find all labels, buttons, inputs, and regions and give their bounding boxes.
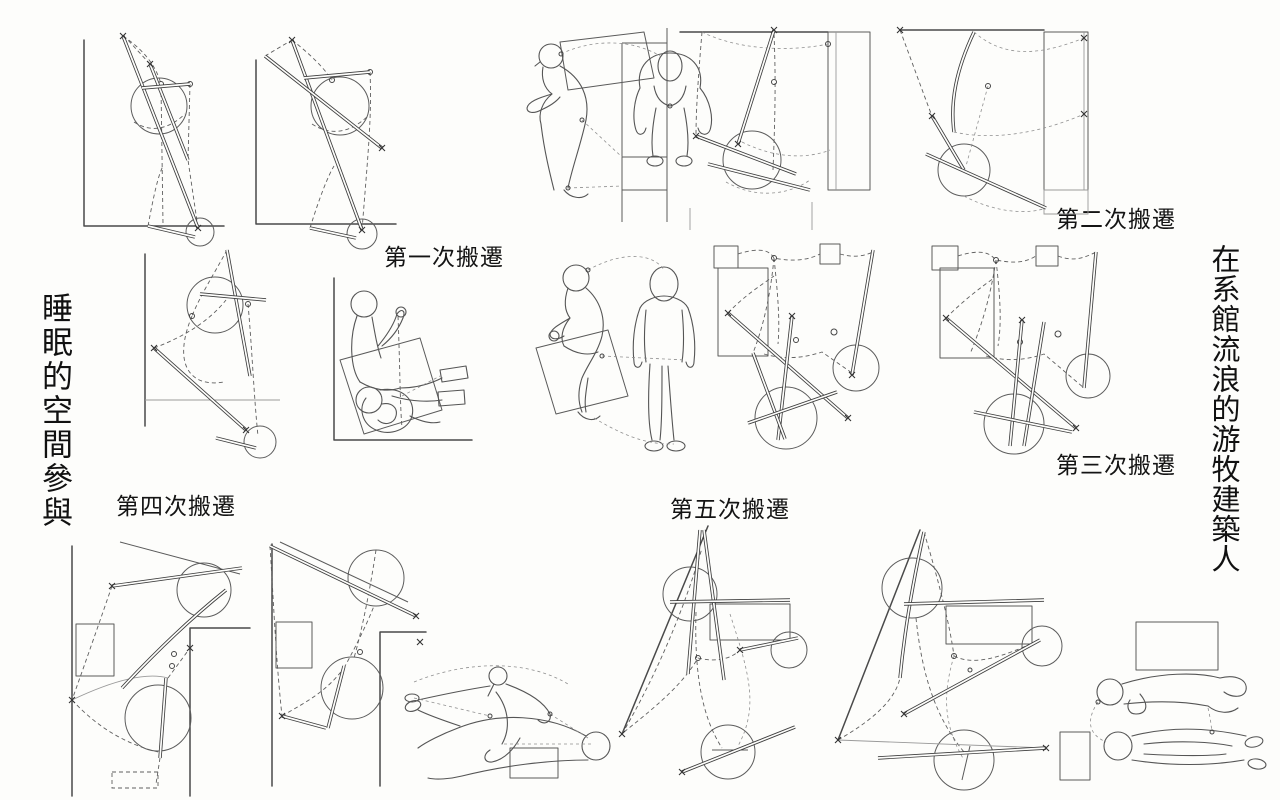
caption-first-move: 第一次搬遷 bbox=[384, 245, 504, 270]
table-rect bbox=[1059, 621, 1219, 781]
guy-lines bbox=[153, 249, 259, 437]
guy-lines bbox=[837, 531, 1047, 781]
guy-lines bbox=[269, 541, 409, 717]
pole-members bbox=[925, 31, 1047, 210]
pole-members bbox=[877, 531, 1047, 760]
wall-lines bbox=[679, 31, 871, 230]
crouching-person bbox=[548, 264, 604, 421]
pole-members bbox=[121, 35, 200, 239]
corridor-lines bbox=[621, 28, 668, 222]
figure-sketch-lying-a bbox=[404, 665, 611, 780]
tent-circles bbox=[310, 76, 378, 250]
wall-lines bbox=[333, 277, 473, 441]
pole-members bbox=[944, 251, 1098, 447]
caption-third-move: 第三次搬遷 bbox=[1056, 453, 1176, 478]
curled-person bbox=[355, 386, 441, 433]
figure-sketch-lying-b bbox=[1059, 621, 1267, 781]
guy-lines bbox=[899, 29, 1085, 212]
lying-person-bottom bbox=[1103, 728, 1267, 770]
joint-marks bbox=[834, 710, 1050, 752]
plan-diagram-move1-b bbox=[255, 36, 397, 250]
joint-marks bbox=[119, 32, 202, 232]
figure-sketch-sitting bbox=[333, 277, 473, 441]
pole-members bbox=[669, 529, 799, 774]
wall-lines bbox=[837, 529, 1033, 741]
caption-second-move: 第二次搬遷 bbox=[1056, 207, 1176, 232]
figure-sketch-lifting bbox=[535, 256, 696, 452]
plan-diagram-move4-a bbox=[68, 541, 251, 797]
tent-circles bbox=[186, 276, 277, 459]
guy-lines bbox=[413, 665, 592, 745]
leaning-person bbox=[526, 43, 589, 199]
guy-lines bbox=[695, 31, 831, 194]
joint-marks bbox=[618, 646, 744, 776]
plan-diagram-move1-a bbox=[83, 32, 225, 247]
figure-sketch-bending bbox=[526, 28, 713, 222]
joint-marks bbox=[288, 36, 386, 234]
seated-person bbox=[350, 290, 469, 407]
plan-diagram-move4-b bbox=[269, 541, 427, 787]
pole-members bbox=[152, 249, 267, 450]
plan-diagram-move2-b bbox=[896, 26, 1089, 215]
wall-lines bbox=[713, 243, 841, 357]
guy-lines bbox=[1090, 699, 1215, 743]
pole-members bbox=[269, 544, 417, 730]
joint-marks bbox=[692, 26, 778, 148]
wall-lines bbox=[899, 29, 1089, 215]
caption-fifth-move: 第五次搬遷 bbox=[670, 497, 790, 522]
plan-diagram-move5-b bbox=[834, 529, 1063, 791]
joint-marks bbox=[942, 314, 1080, 432]
guy-lines bbox=[585, 256, 687, 445]
lying-person-top bbox=[1096, 673, 1247, 715]
plan-diagram-move1-c bbox=[144, 249, 280, 459]
joint-marks bbox=[150, 344, 250, 434]
pillow-rect bbox=[509, 747, 559, 779]
guy-lines bbox=[122, 35, 199, 229]
bent-over-person bbox=[633, 50, 713, 167]
guy-lines bbox=[71, 541, 241, 789]
plan-diagram-move3-a bbox=[713, 243, 880, 450]
plan-diagram-move2-a bbox=[679, 26, 871, 230]
board-shape bbox=[559, 31, 655, 91]
lying-person-back bbox=[404, 666, 551, 745]
joint-marks bbox=[724, 309, 856, 422]
joint-marks bbox=[896, 26, 1088, 120]
guy-lines bbox=[558, 42, 661, 191]
pole-members bbox=[263, 39, 384, 240]
board-shape bbox=[339, 337, 443, 435]
tent-circles bbox=[754, 344, 880, 450]
plan-diagram-move5-a bbox=[618, 525, 808, 780]
guy-lines bbox=[727, 249, 874, 374]
standing-person bbox=[632, 266, 696, 452]
tent-circles bbox=[722, 130, 782, 190]
pole-members bbox=[726, 249, 875, 441]
left-vertical-title: 睡眠的空間參與 bbox=[37, 292, 72, 530]
guy-lines bbox=[397, 315, 441, 429]
plan-diagram-move3-b bbox=[931, 245, 1111, 455]
pole-members bbox=[695, 29, 811, 192]
joint-marks bbox=[278, 612, 424, 720]
pole-members bbox=[111, 566, 243, 759]
caption-fourth-move: 第四次搬遷 bbox=[116, 494, 236, 519]
tent-circles bbox=[124, 562, 232, 752]
tent-circles bbox=[662, 566, 808, 780]
lying-person-front bbox=[404, 700, 611, 780]
right-vertical-title: 在系館流浪的游牧建築人 bbox=[1207, 244, 1239, 574]
joint-marks bbox=[68, 582, 194, 704]
board-shape bbox=[535, 329, 629, 415]
guy-lines bbox=[945, 251, 1097, 389]
wall-lines bbox=[71, 545, 251, 797]
tent-circles bbox=[881, 557, 1063, 791]
